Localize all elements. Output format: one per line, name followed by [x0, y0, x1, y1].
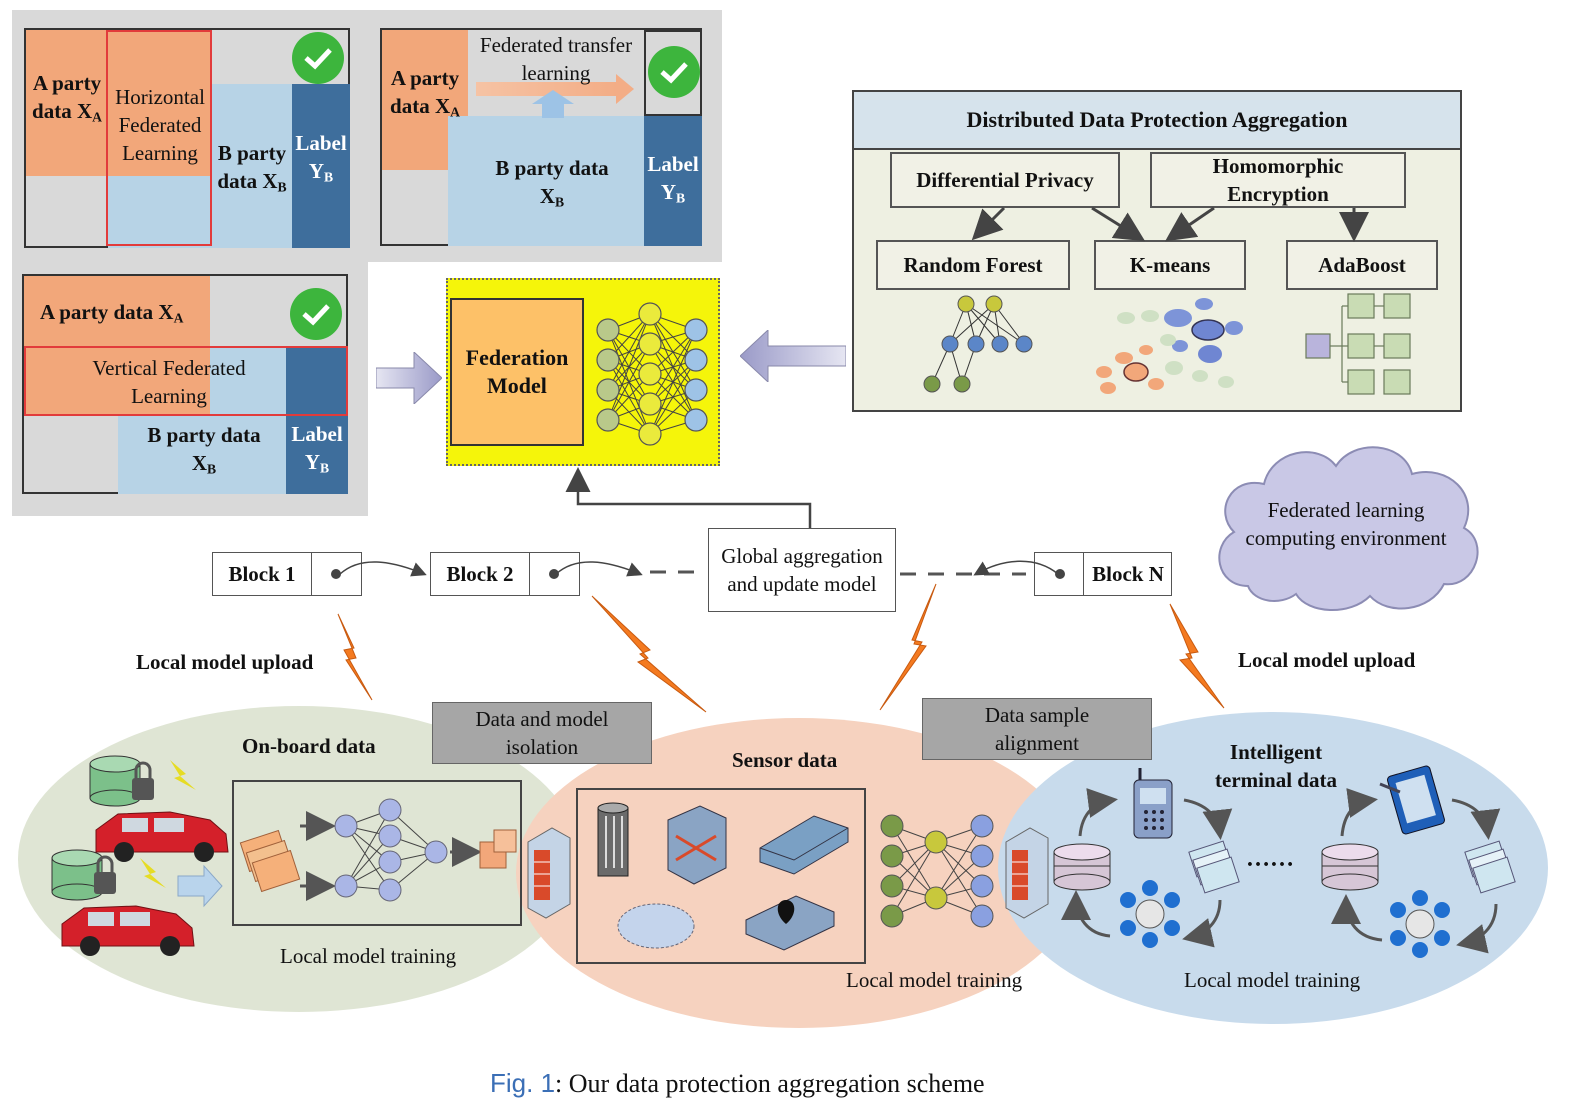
pointer-dot — [549, 569, 559, 579]
cloud-icon — [1218, 446, 1479, 611]
box-icon — [479, 829, 517, 869]
tree-icon — [923, 295, 1033, 393]
b-party-label: B party data XB — [217, 140, 287, 195]
alignment-label: Data sample alignment — [922, 698, 1152, 760]
document-icon — [239, 829, 301, 893]
a-party-label: A party data XA — [390, 65, 460, 120]
local-upload-right: Local model upload — [1238, 648, 1416, 672]
adaboost-icon — [1305, 293, 1411, 395]
random-forest-box: Random Forest — [876, 240, 1070, 290]
onboard-training-label: Local model training — [280, 944, 457, 968]
label-y: Label YB — [291, 421, 343, 476]
federation-model-label: Federation Model — [450, 298, 584, 446]
firewall-icon — [1005, 827, 1049, 919]
horizontal-fl-panel: A party data XA Horizontal Federated Lea… — [24, 28, 350, 248]
server-icon — [597, 802, 629, 877]
b-party-label: B party data XB — [495, 155, 609, 210]
database-icon — [51, 849, 116, 901]
car-icon — [61, 905, 195, 956]
sensor-devices-box — [576, 788, 866, 964]
transfer-fl-panel: A party data XA Federated transfer learn… — [380, 28, 702, 246]
sensor-training-label: Local model training — [846, 968, 1023, 992]
differential-privacy-box: Differential Privacy — [890, 152, 1120, 208]
block-1: Block 1 — [212, 552, 362, 596]
a-party-label: A party data XA — [32, 70, 102, 125]
ellipsis-label: …… — [1246, 846, 1294, 872]
caption-text: : Our data protection aggregation scheme — [555, 1069, 985, 1098]
pointer-dot — [331, 569, 341, 579]
tablet-icon — [1379, 765, 1445, 835]
label-y: Label YB — [295, 130, 347, 185]
document-icon — [1464, 840, 1516, 894]
kmeans-box: K-means — [1094, 240, 1246, 290]
protection-panel: Distributed Data Protection Aggregation … — [852, 90, 1462, 412]
firewall-icon — [527, 827, 571, 919]
a-party-label: A party data XA — [40, 300, 184, 326]
global-aggregation-box: Global aggregation and update model — [708, 528, 896, 612]
hub-icon — [1120, 880, 1180, 948]
block-2: Block 2 — [430, 552, 580, 596]
cluster-icon — [1096, 298, 1243, 394]
figure-caption: Fig. 1: Our data protection aggregation … — [490, 1068, 985, 1099]
terminal-training-label: Local model training — [1184, 968, 1361, 992]
database-icon — [1053, 843, 1111, 891]
document-icon — [1188, 840, 1240, 894]
phone-icon — [1133, 768, 1173, 839]
car-icon — [95, 811, 229, 862]
label-y: Label YB — [647, 151, 699, 206]
hfl-label: Horizontal Federated Learning — [115, 85, 205, 165]
figure-number: Fig. 1 — [490, 1068, 556, 1098]
protection-title: Distributed Data Protection Aggregation — [854, 92, 1460, 150]
terminal-label: Intelligent terminal data — [1215, 740, 1337, 792]
check-icon — [292, 32, 344, 84]
check-icon — [648, 46, 700, 98]
modem-icon — [759, 815, 849, 875]
onboard-training-box — [232, 780, 522, 926]
neural-network-icon — [596, 302, 708, 446]
check-icon — [290, 288, 342, 340]
pointer-dot — [1055, 569, 1065, 579]
arrow-right-icon — [376, 352, 442, 404]
adaboost-box: AdaBoost — [1286, 240, 1438, 290]
router-icon — [667, 805, 727, 885]
onboard-label: On-board data — [242, 734, 376, 758]
b-party-label: B party data XB — [147, 422, 261, 477]
sensor-label: Sensor data — [732, 748, 838, 772]
transfer-title: Federated transfer learning — [479, 33, 633, 85]
arrow-left-icon — [740, 330, 846, 382]
database-icon — [89, 755, 154, 807]
algorithm-arrows — [923, 206, 1411, 395]
homomorphic-encryption-box: Homomorphic Encryption — [1150, 152, 1406, 208]
database-icon — [1321, 843, 1379, 891]
federation-model-panel: Federation Model — [446, 278, 720, 466]
hub-icon — [1390, 890, 1450, 958]
vertical-fl-panel: A party data XA Vertical Federated Learn… — [22, 274, 348, 494]
local-upload-left: Local model upload — [136, 650, 314, 674]
vfl-label: Vertical Federated Learning — [92, 356, 246, 408]
location-device-icon — [745, 895, 835, 951]
cloud-label: Federated learning computing environment — [1245, 498, 1447, 550]
isolation-label: Data and model isolation — [432, 702, 652, 764]
